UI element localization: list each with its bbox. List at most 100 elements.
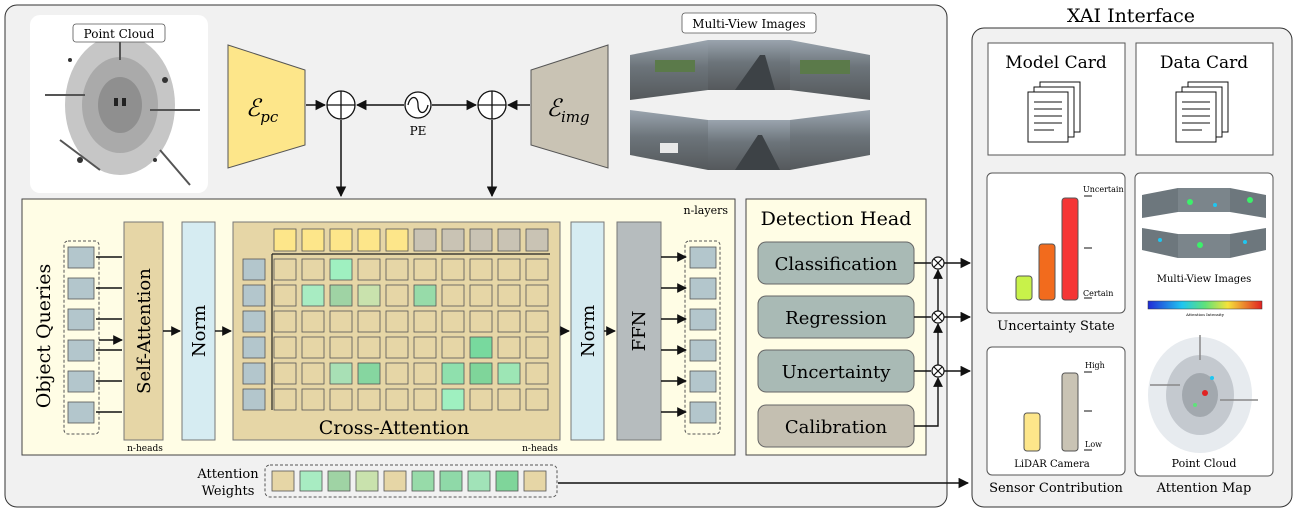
ffn-block: [616, 221, 662, 441]
output-query-cell: [689, 308, 717, 331]
attention-score-cell: [357, 258, 381, 281]
uncertainty-bar-mid: [1038, 243, 1056, 301]
attention-weight-cell: [299, 470, 323, 492]
query-token-cell: [242, 258, 266, 281]
attention-score-cell: [469, 362, 493, 385]
attention-score-cell: [385, 362, 409, 385]
attention-score-cell: [329, 310, 353, 333]
attention-score-cell: [497, 336, 521, 359]
attention-score-cell: [469, 388, 493, 411]
attention-weight-cell: [327, 470, 351, 492]
attention-map-label: Attention Map: [1156, 481, 1252, 496]
attention-score-cell: [413, 284, 437, 307]
attention-score-cell: [301, 284, 325, 307]
model-card-label: Model Card: [1005, 53, 1107, 73]
attention-score-cell: [469, 310, 493, 333]
attention-score-cell: [273, 362, 297, 385]
key-token-cell: [469, 228, 493, 252]
attention-score-cell: [469, 284, 493, 307]
key-token-cell: [329, 228, 353, 252]
attention-score-cell: [525, 258, 549, 281]
attention-score-cell: [497, 388, 521, 411]
attention-score-cell: [441, 284, 465, 307]
high-label: High: [1085, 361, 1105, 370]
camera-encoder-label: ℰimg: [546, 94, 589, 126]
attention-score-cell: [273, 336, 297, 359]
query-token-cell: [242, 336, 266, 359]
attention-score-cell: [385, 310, 409, 333]
object-query-cell: [67, 339, 95, 362]
ffn-label: FFN: [629, 311, 650, 352]
attention-intensity-label: Attention Intensity: [1185, 312, 1225, 317]
attention-score-cell: [301, 336, 325, 359]
multiview-images: [630, 40, 870, 170]
attention-score-cell: [385, 388, 409, 411]
attention-score-cell: [525, 336, 549, 359]
attention-score-cell: [273, 284, 297, 307]
norm-label-2: Norm: [578, 305, 599, 357]
attention-weight-cell: [271, 470, 295, 492]
attention-score-cell: [469, 258, 493, 281]
camera-contribution-bar: [1061, 372, 1079, 452]
attention-score-cell: [301, 362, 325, 385]
lidar-encoder-label: ℰpc: [246, 94, 279, 126]
attention-pointcloud-thumb: [1148, 335, 1258, 453]
attention-score-cell: [525, 362, 549, 385]
data-card-label: Data Card: [1160, 53, 1248, 73]
attention-weight-cell: [467, 470, 491, 492]
document-stack-icon: [1027, 81, 1081, 143]
lidar-camera-label: LiDAR Camera: [1014, 459, 1090, 470]
point-cloud-image: [30, 15, 208, 193]
pe-label: PE: [410, 124, 427, 138]
attention-score-cell: [413, 258, 437, 281]
attention-score-cell: [441, 388, 465, 411]
attention-score-cell: [329, 284, 353, 307]
certain-label: Certain: [1083, 289, 1113, 298]
n-heads-label-1: n-heads: [127, 444, 163, 454]
key-token-cell: [525, 228, 549, 252]
cross-attention-label: Cross-Attention: [319, 417, 470, 439]
output-query-cell: [689, 246, 717, 269]
lidar-encoder: [227, 44, 306, 169]
object-query-cell: [67, 308, 95, 331]
attention-score-cell: [413, 336, 437, 359]
self-attention-label: Self-Attention: [134, 268, 155, 394]
attention-score-cell: [525, 388, 549, 411]
query-token-cell: [242, 284, 266, 307]
attention-score-cell: [497, 258, 521, 281]
attention-score-cell: [329, 336, 353, 359]
attention-score-cell: [301, 310, 325, 333]
uncertainty-bar-low: [1015, 275, 1033, 301]
attention-score-cell: [525, 284, 549, 307]
calibration-label: Calibration: [785, 417, 888, 438]
attention-score-cell: [273, 388, 297, 411]
attention-weight-cell: [411, 470, 435, 492]
positional-encoding-node: [404, 91, 432, 119]
attention-score-cell: [301, 258, 325, 281]
detection-head-title: Detection Head: [761, 208, 912, 230]
attention-weight-cell: [355, 470, 379, 492]
norm-block-1: [181, 221, 216, 441]
object-query-cell: [67, 277, 95, 300]
attention-score-cell: [357, 284, 381, 307]
output-query-cell: [689, 370, 717, 393]
attention-weights-label-2: Weights: [202, 484, 255, 499]
attention-score-cell: [385, 258, 409, 281]
attention-score-cell: [357, 310, 381, 333]
camera-encoder: [530, 44, 609, 169]
key-token-cell: [357, 228, 381, 252]
self-attention-block: [123, 221, 164, 441]
attention-score-cell: [329, 388, 353, 411]
attention-weight-cell: [523, 470, 547, 492]
attention-weights-strip: [271, 470, 547, 492]
attention-score-cell: [301, 388, 325, 411]
camera-sum-node: [477, 90, 507, 120]
norm-block-2: [570, 221, 605, 441]
object-query-cell: [67, 370, 95, 393]
attention-score-cell: [329, 362, 353, 385]
document-stack-icon-2: [1175, 81, 1229, 143]
attention-pointcloud-label: Point Cloud: [1172, 457, 1237, 470]
key-token-cell: [441, 228, 465, 252]
object-query-column: [67, 246, 95, 424]
